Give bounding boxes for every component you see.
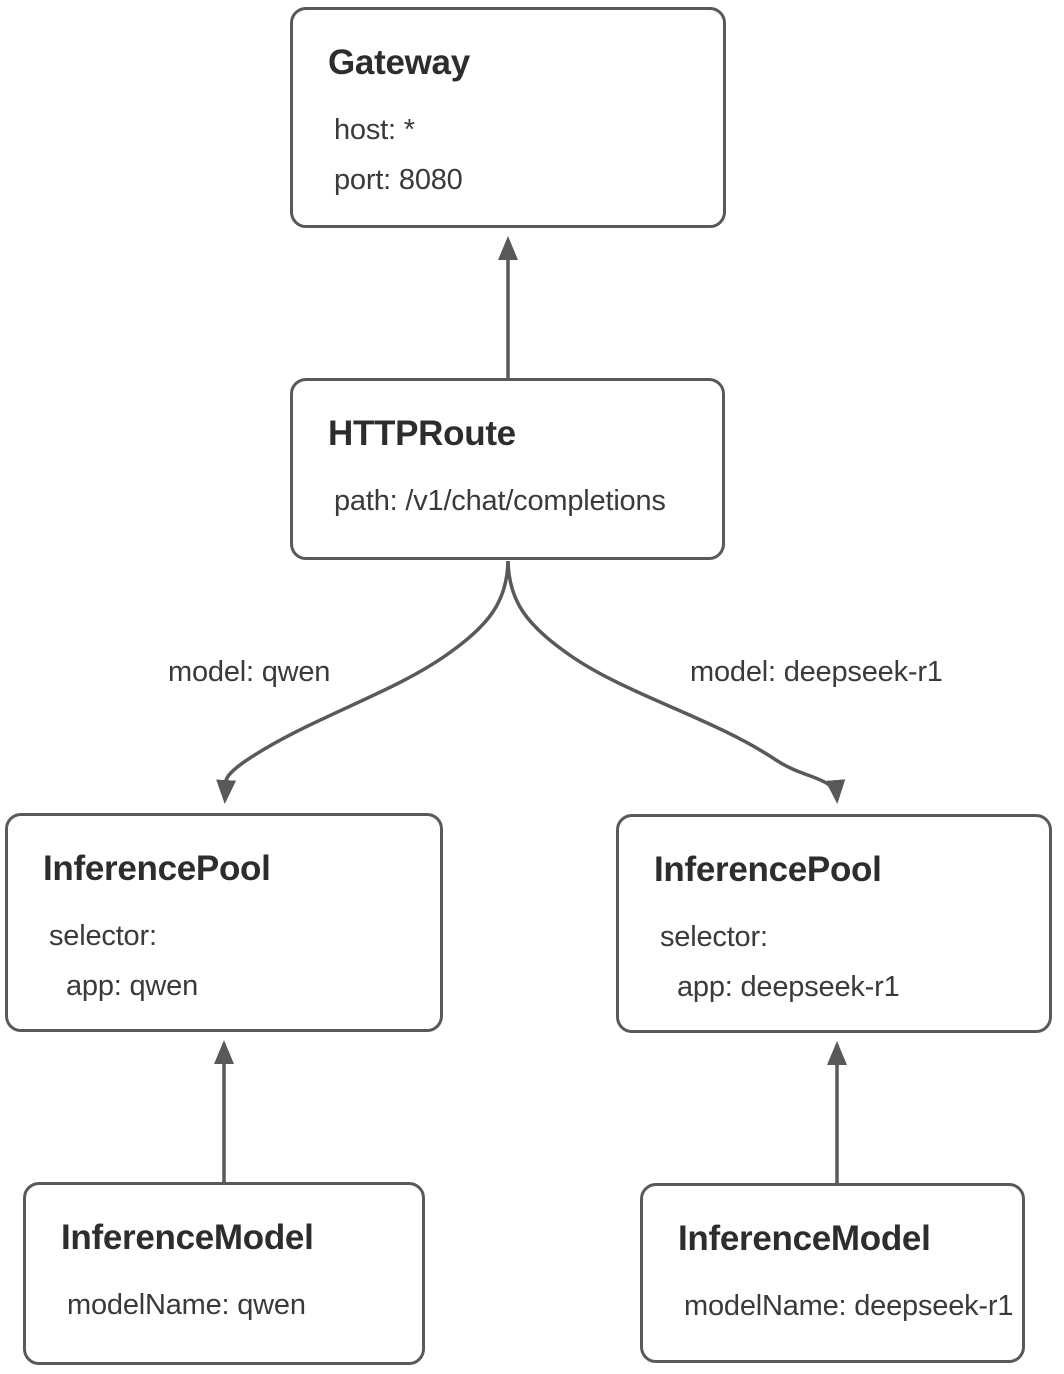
node-gateway: Gateway host: * port: 8080 [290,7,726,228]
node-inferencepool-deepseek: InferencePool selector: app: deepseek-r1 [616,814,1052,1033]
node-inferencemodel-deepseek: InferenceModel modelName: deepseek-r1 [640,1183,1025,1363]
node-attributes: modelName: qwen [67,1280,422,1330]
node-attribute: selector: [660,921,768,953]
node-attribute: app: deepseek-r1 [677,971,900,1003]
node-title: InferenceModel [678,1219,931,1258]
node-attribute: modelName: qwen [67,1289,306,1321]
node-inferencemodel-qwen: InferenceModel modelName: qwen [23,1182,425,1365]
edge-httproute-to-pool-qwen-arrow [216,560,510,804]
node-attribute: selector: [49,920,157,952]
node-attributes: path: /v1/chat/completions [334,476,722,526]
node-inferencepool-qwen: InferencePool selector: app: qwen [5,813,443,1032]
node-attribute: port: 8080 [334,164,463,196]
node-attribute: host: * [334,114,415,146]
node-title: HTTPRoute [328,414,516,453]
edge-label-model-qwen: model: qwen [164,654,335,690]
node-attributes: host: * port: 8080 [334,105,723,205]
node-httproute: HTTPRoute path: /v1/chat/completions [290,378,725,560]
node-attributes: selector: app: qwen [49,911,440,1011]
node-attributes: selector: app: deepseek-r1 [660,912,1049,1012]
edge-label-model-deepseek: model: deepseek-r1 [686,654,947,690]
edge-httproute-to-pool-deepseek-arrow [506,560,846,804]
node-title: InferencePool [43,849,271,888]
node-title: InferencePool [654,850,882,889]
node-attribute: app: qwen [66,970,199,1002]
node-attributes: modelName: deepseek-r1 [684,1281,1022,1331]
node-title: Gateway [328,43,470,82]
node-attribute: path: /v1/chat/completions [334,485,666,517]
node-title: InferenceModel [61,1218,314,1257]
node-attribute: modelName: deepseek-r1 [684,1290,1014,1322]
